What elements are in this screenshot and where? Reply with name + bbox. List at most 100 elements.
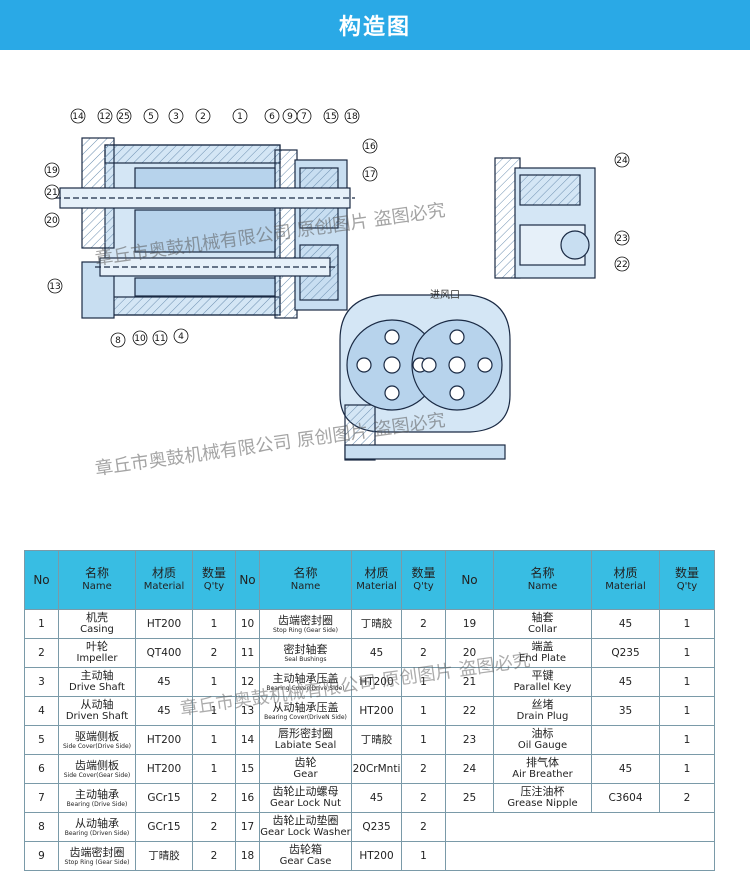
part-material: Q235 xyxy=(351,812,402,842)
part-qty: 2 xyxy=(192,783,236,813)
svg-text:11: 11 xyxy=(154,334,165,344)
part-name-en: Parallel Key xyxy=(513,682,572,693)
column-header-en: Material xyxy=(605,581,646,592)
part-no: 24 xyxy=(445,754,494,784)
column-header-en: Name xyxy=(527,581,558,592)
svg-text:12: 12 xyxy=(99,112,110,122)
svg-text:21: 21 xyxy=(46,188,57,198)
part-qty: 1 xyxy=(192,696,236,726)
cross-section-svg: 1 2 3 4 5 6 7 8 9 10 11 12 13 14 15 16 1… xyxy=(44,108,630,461)
callout-25: 25 xyxy=(116,108,132,124)
callout-16: 16 xyxy=(362,138,378,154)
part-no: 25 xyxy=(445,783,494,813)
page-title: 构造图 xyxy=(338,15,411,40)
part-no: 2 xyxy=(24,638,59,668)
part-name-cn: 机壳 xyxy=(86,611,108,624)
part-material: 丁晴胶 xyxy=(351,725,402,755)
part-name-cn: 齿轮止动螺母 xyxy=(272,785,339,798)
part-material: 丁晴胶 xyxy=(351,609,402,639)
part-no: 21 xyxy=(445,667,494,697)
part-name-cn: 齿轮 xyxy=(294,756,317,769)
column-header: No xyxy=(235,550,260,610)
part-qty: 2 xyxy=(192,638,236,668)
svg-text:24: 24 xyxy=(616,156,628,166)
callout-24: 24 xyxy=(614,152,630,168)
svg-text:10: 10 xyxy=(134,334,146,344)
part-name-en: Drain Plug xyxy=(516,711,569,722)
callout-19: 19 xyxy=(44,162,60,178)
callout-23: 23 xyxy=(614,230,630,246)
empty-cell xyxy=(445,841,715,871)
part-name-cn: 齿轮箱 xyxy=(289,843,322,856)
callout-6: 6 xyxy=(264,108,280,124)
part-name-en: Bearing (Drive Side) xyxy=(66,800,128,808)
callout-14: 14 xyxy=(70,108,86,124)
part-material: QT400 xyxy=(135,638,193,668)
part-name-en: Seal Bushings xyxy=(284,655,327,663)
part-material: 45 xyxy=(591,754,660,784)
part-name-en: Grease Nipple xyxy=(507,798,578,809)
structure-drawing: 1 2 3 4 5 6 7 8 9 10 11 12 13 14 15 16 1… xyxy=(0,50,750,540)
part-no: 23 xyxy=(445,725,494,755)
part-name-cn: 轴套 xyxy=(531,611,554,624)
part-name-cn: 压注油杯 xyxy=(520,785,565,798)
part-name-en: Impeller xyxy=(76,653,118,664)
part-no: 10 xyxy=(235,609,260,639)
svg-text:25: 25 xyxy=(118,112,129,122)
part-no: 16 xyxy=(235,783,260,813)
part-name-cn: 驱端侧板 xyxy=(75,729,119,743)
svg-text:20: 20 xyxy=(46,216,58,226)
part-no: 8 xyxy=(24,812,59,842)
svg-text:19: 19 xyxy=(46,166,58,176)
part-qty: 1 xyxy=(192,754,236,784)
part-qty: 1 xyxy=(659,609,715,639)
part-material: HT200 xyxy=(135,754,193,784)
callout-5: 5 xyxy=(143,108,159,124)
column-header-cn: 材质 xyxy=(364,566,389,580)
part-qty: 1 xyxy=(192,609,236,639)
column-header-cn: No xyxy=(33,573,50,587)
callout-4: 4 xyxy=(173,328,189,344)
svg-text:22: 22 xyxy=(616,260,627,270)
part-qty: 2 xyxy=(401,754,446,784)
part-material: 45 xyxy=(351,638,402,668)
callout-15: 15 xyxy=(323,108,339,124)
part-material: 45 xyxy=(351,783,402,813)
column-header: No xyxy=(24,550,59,610)
part-qty: 2 xyxy=(401,812,446,842)
part-no: 1 xyxy=(24,609,59,639)
column-header-cn: 数量 xyxy=(201,566,226,580)
part-name-en: Gear Lock Washer xyxy=(260,827,351,838)
part-no: 17 xyxy=(235,812,260,842)
callout-13: 13 xyxy=(47,278,63,294)
column-header-en: Q'ty xyxy=(413,581,434,592)
part-no: 7 xyxy=(24,783,59,813)
part-name-en: Stop Ring (Gear Side) xyxy=(64,858,130,866)
part-material: HT200 xyxy=(135,609,193,639)
part-name-cn: 端盖 xyxy=(531,640,554,653)
part-name-cn: 主动轴承 xyxy=(75,787,119,801)
part-qty: 1 xyxy=(401,841,446,871)
svg-text:4: 4 xyxy=(178,332,184,342)
column-header: No xyxy=(445,550,494,610)
part-name-cn: 从动轴承压盖 xyxy=(272,700,339,714)
